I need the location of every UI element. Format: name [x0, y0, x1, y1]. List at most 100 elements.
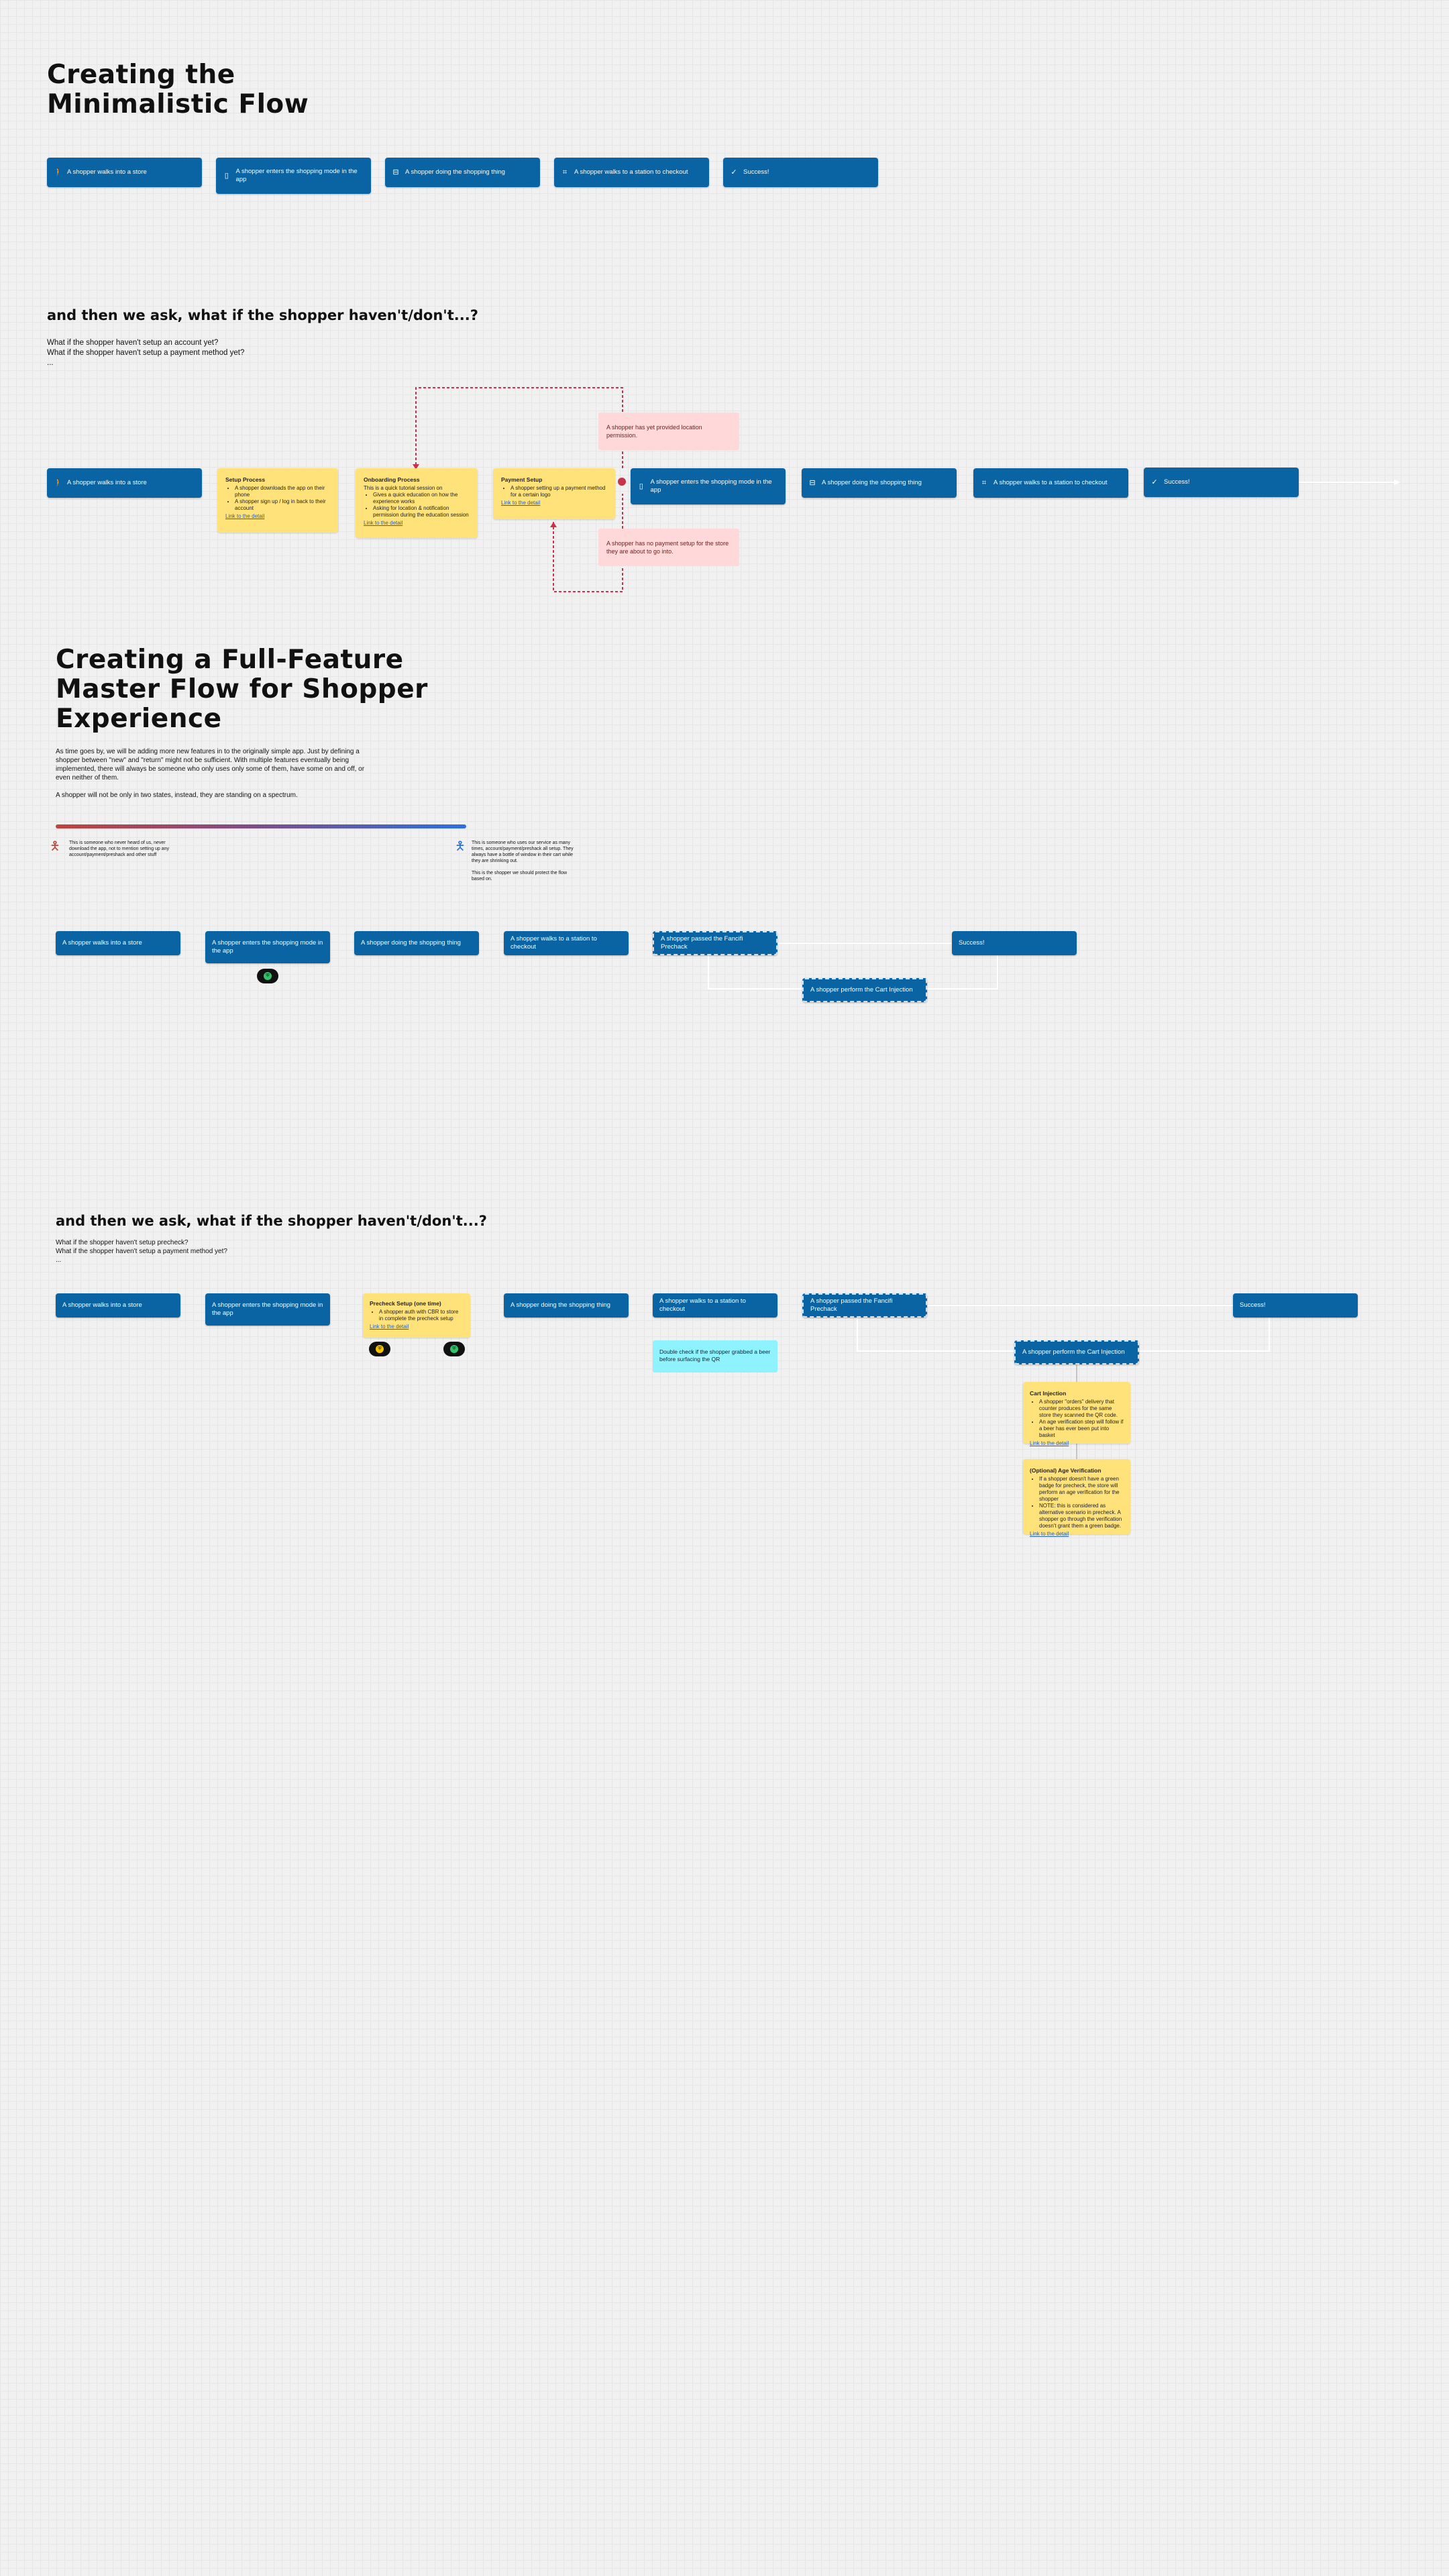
- node-label: A shopper enters the shopping mode in th…: [235, 168, 358, 183]
- node-label: A shopper perform the Cart Injection: [810, 986, 913, 994]
- age-verification-note: (Optional) Age Verification If a shopper…: [1023, 1459, 1130, 1537]
- note-bullet: A shopper sign up / log in back to their…: [235, 498, 330, 512]
- location-warning: A shopper has yet provided location perm…: [598, 413, 739, 450]
- node-label: Success!: [1240, 1301, 1266, 1309]
- flow-node[interactable]: ⊟ A shopper doing the shopping thing: [385, 158, 540, 187]
- note-title: (Optional) Age Verification: [1030, 1467, 1102, 1474]
- node-label: A shopper walks to a station to checkout: [659, 1297, 746, 1313]
- flow-node[interactable]: A shopper passed the Fancifi Prechack: [653, 931, 777, 955]
- flow-node[interactable]: ⌗ A shopper walks to a station to checko…: [554, 158, 709, 187]
- detail-link[interactable]: Link to the detail: [225, 513, 265, 519]
- detail-link[interactable]: Link to the detail: [364, 520, 403, 526]
- note-bullet: A shopper downloads the app on their pho…: [235, 485, 330, 498]
- flow-node[interactable]: A shopper enters the shopping mode in th…: [205, 1293, 330, 1326]
- persona-text: This is the shopper we should protect th…: [472, 871, 568, 881]
- title-line: Minimalistic Flow: [47, 89, 309, 119]
- node-label: A shopper walks into a store: [62, 1301, 142, 1309]
- note-bullet: Gives a quick education on how the exper…: [373, 492, 470, 505]
- decision-dot: [618, 478, 626, 486]
- flow-node[interactable]: Success!: [952, 931, 1077, 955]
- flow-node[interactable]: A shopper walks to a station to checkout: [504, 931, 629, 955]
- node-label: A shopper enters the shopping mode in th…: [212, 939, 323, 955]
- flow-node[interactable]: Success!: [1233, 1293, 1358, 1318]
- checkmark-icon: ✓: [731, 168, 737, 176]
- flow-node[interactable]: A shopper perform the Cart Injection: [1014, 1340, 1139, 1364]
- note-bullet: If a shopper doesn't have a green badge …: [1039, 1476, 1124, 1503]
- persona-right-text: This is someone who uses our service as …: [472, 840, 579, 882]
- detail-link[interactable]: Link to the detail: [501, 500, 541, 506]
- section4-title: and then we ask, what if the shopper hav…: [56, 1213, 487, 1229]
- onboarding-process-note: Onboarding Process This is a quick tutor…: [356, 468, 478, 538]
- node-label: A shopper walks into a store: [67, 168, 147, 176]
- note-title: Precheck Setup (one time): [370, 1300, 441, 1307]
- note-text: This is a quick tutorial session on: [364, 485, 443, 491]
- paragraph: As time goes by, we will be adding more …: [56, 748, 365, 782]
- node-label: A shopper perform the Cart Injection: [1022, 1348, 1125, 1356]
- badge-pill: ⛨: [257, 969, 278, 983]
- paragraph: A shopper will not be only in two states…: [56, 792, 298, 799]
- scan-icon: ⌗: [981, 479, 987, 487]
- flow-node[interactable]: 🚶 A shopper walks into a store: [47, 468, 202, 498]
- question: ...: [56, 1256, 62, 1264]
- persona-text: This is someone who uses our service as …: [472, 841, 574, 863]
- precheck-setup-note: Precheck Setup (one time) A shopper auth…: [363, 1293, 470, 1338]
- badge-pill: ⛨: [369, 1342, 390, 1356]
- question: What if the shopper haven't setup preche…: [56, 1239, 189, 1246]
- new-shopper-person-icon: 🯅: [50, 839, 60, 853]
- return-shopper-person-icon: 🯅: [455, 839, 466, 853]
- note-bullet: Asking for location & notification permi…: [373, 505, 470, 519]
- walking-person-icon: 🚶: [54, 479, 63, 487]
- note-bullet: A shopper auth with CBR to store in comp…: [379, 1309, 464, 1322]
- title-line: Creating a Full-Feature: [56, 645, 404, 675]
- node-label: A shopper enters the shopping mode in th…: [650, 478, 772, 494]
- flow-node[interactable]: ✓ Success!: [1144, 468, 1299, 497]
- persona-left-text: This is someone who never heard of us, n…: [69, 841, 170, 857]
- question: What if the shopper haven't setup a paym…: [47, 349, 245, 357]
- flow-node[interactable]: A shopper enters the shopping mode in th…: [205, 931, 330, 963]
- node-label: Success!: [1164, 478, 1190, 486]
- checkmark-icon: ✓: [1151, 478, 1158, 486]
- detail-link[interactable]: Link to the detail: [370, 1324, 409, 1330]
- node-label: A shopper doing the shopping thing: [822, 479, 922, 486]
- section2-title: and then we ask, what if the shopper hav…: [47, 307, 478, 323]
- section1-title: Creating the Minimalistic Flow: [47, 60, 309, 119]
- cart-injection-note: Cart Injection A shopper "orders" delive…: [1023, 1382, 1130, 1446]
- walking-person-icon: 🚶: [54, 168, 63, 176]
- flow-node[interactable]: 🚶 A shopper walks into a store: [47, 158, 202, 187]
- node-label: A shopper walks to a station to checkout: [994, 479, 1108, 486]
- flow-node[interactable]: ⌗ A shopper walks to a station to checko…: [973, 468, 1128, 498]
- node-label: A shopper walks to a station to checkout: [511, 935, 597, 951]
- title-line: Creating the: [47, 60, 235, 90]
- flow-node[interactable]: A shopper doing the shopping thing: [354, 931, 479, 955]
- flow-node[interactable]: A shopper perform the Cart Injection: [802, 978, 927, 1002]
- payment-warning: A shopper has no payment setup for the s…: [598, 529, 739, 566]
- flow-node[interactable]: A shopper doing the shopping thing: [504, 1293, 629, 1318]
- detail-link[interactable]: Link to the detail: [1030, 1531, 1069, 1537]
- flow-node[interactable]: A shopper passed the Fancifi Prechack: [802, 1293, 927, 1318]
- note-title: Setup Process: [225, 476, 266, 483]
- node-label: A shopper doing the shopping thing: [511, 1301, 610, 1309]
- node-label: A shopper walks into a store: [62, 939, 142, 947]
- flow-node[interactable]: A shopper walks into a store: [56, 931, 180, 955]
- question: What if the shopper haven't setup an acc…: [47, 339, 219, 347]
- detail-link[interactable]: Link to the detail: [1030, 1440, 1069, 1446]
- shield-icon: ⛨: [264, 972, 272, 980]
- note-bullet: A shopper "orders" delivery that counter…: [1039, 1399, 1124, 1419]
- section3-intro: As time goes by, we will be adding more …: [56, 747, 371, 800]
- question-list: What if the shopper haven't setup preche…: [56, 1238, 227, 1265]
- payment-setup-note: Payment Setup A shopper setting up a pay…: [493, 468, 615, 519]
- flow-node[interactable]: ▯ A shopper enters the shopping mode in …: [216, 158, 371, 194]
- title-line: Master Flow for Shopper: [56, 674, 428, 704]
- question: What if the shopper haven't setup a paym…: [56, 1248, 227, 1255]
- basket-icon: ⊟: [392, 168, 399, 176]
- flow-node[interactable]: A shopper walks into a store: [56, 1293, 180, 1318]
- flow-node[interactable]: ⊟ A shopper doing the shopping thing: [802, 468, 957, 498]
- note-bullet: An age verification step will follow if …: [1039, 1419, 1124, 1439]
- node-label: A shopper passed the Fancifi Prechack: [661, 935, 743, 951]
- node-label: A shopper walks to a station to checkout: [574, 168, 688, 176]
- flow-node[interactable]: ▯ A shopper enters the shopping mode in …: [631, 468, 786, 504]
- flow-node[interactable]: ✓ Success!: [723, 158, 878, 187]
- badge-pill: ⛨: [443, 1342, 465, 1356]
- flow-node[interactable]: A shopper walks to a station to checkout: [653, 1293, 777, 1318]
